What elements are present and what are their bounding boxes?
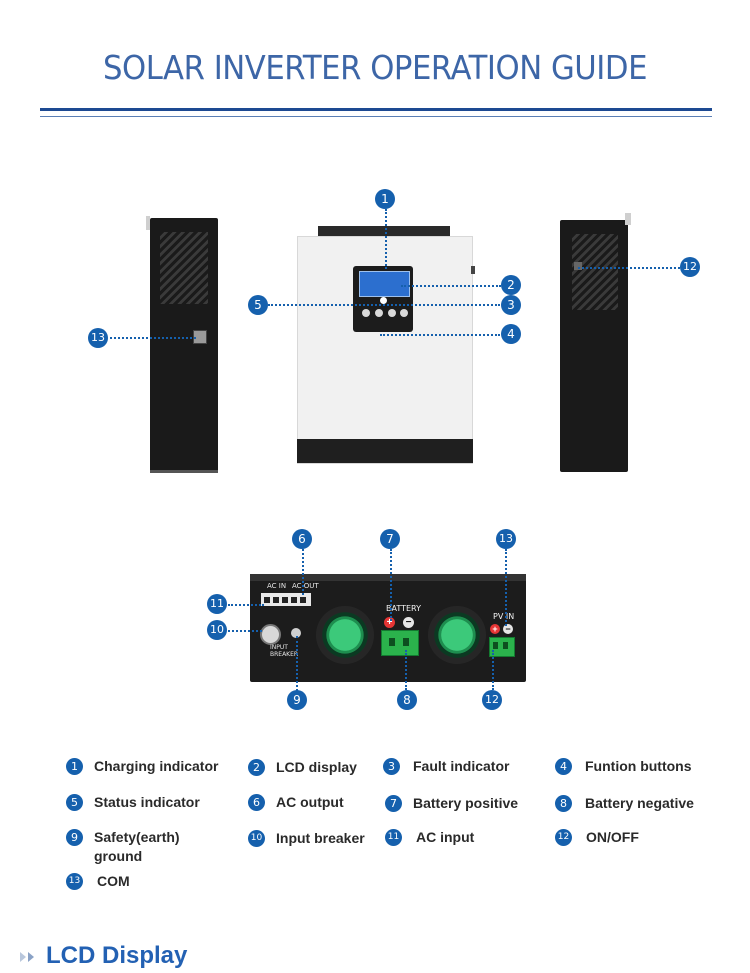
legend-item: 10 Input breaker	[248, 829, 365, 848]
pv-in-label: PV IN	[493, 612, 515, 621]
legend-item: 9 Safety(earth) ground	[66, 828, 204, 866]
battery-plus-symbol: +	[384, 617, 395, 628]
fan-right	[428, 606, 486, 664]
callout-11: 11	[207, 594, 227, 614]
ac-out-label: AC OUT	[292, 582, 319, 590]
legend-item: 7 Battery positive	[385, 794, 518, 813]
lcd-screen	[359, 271, 410, 297]
pv-minus-symbol: −	[503, 624, 513, 634]
callout-6: 6	[292, 529, 312, 549]
power-switch	[574, 262, 582, 270]
callout-13-bottom: 13	[496, 529, 516, 549]
callout-1: 1	[375, 189, 395, 209]
callout-13-side: 13	[88, 328, 108, 348]
legend-item: 5 Status indicator	[66, 793, 200, 812]
fan-left	[316, 606, 374, 664]
legend-item: 11 AC input	[385, 828, 474, 847]
title-divider-thin	[40, 116, 712, 117]
callout-5: 5	[248, 295, 268, 315]
ground-screw	[291, 628, 301, 638]
legend-item: 4 Funtion buttons	[555, 757, 692, 776]
section-heading: LCD Display	[46, 942, 188, 969]
input-breaker-label: INPUT BREAKER	[270, 644, 299, 658]
callout-12-bottom: 12	[482, 690, 502, 710]
battery-terminal	[381, 630, 419, 656]
callout-4: 4	[501, 324, 521, 344]
legend-item: 12 ON/OFF	[555, 828, 639, 847]
input-breaker	[260, 624, 281, 645]
double-chevron-icon	[20, 952, 34, 962]
callout-9: 9	[287, 690, 307, 710]
page-title: SOLAR INVERTER OPERATION GUIDE	[102, 48, 647, 87]
battery-minus-symbol: −	[403, 617, 414, 628]
legend-item: 3 Fault indicator	[383, 757, 509, 776]
callout-12-side: 12	[680, 257, 700, 277]
callout-7: 7	[380, 529, 400, 549]
legend-item: 2 LCD display	[248, 758, 357, 777]
ac-in-label: AC IN	[267, 582, 287, 590]
battery-label: BATTERY	[386, 604, 421, 613]
legend-item: 1 Charging indicator	[66, 757, 218, 776]
legend-item: 13 COM	[66, 872, 130, 891]
callout-8: 8	[397, 690, 417, 710]
callout-2: 2	[501, 275, 521, 295]
legend-item: 6 AC output	[248, 793, 344, 812]
legend-item: 8 Battery negative	[555, 794, 694, 813]
callout-3: 3	[501, 295, 521, 315]
pv-plus-symbol: +	[490, 624, 500, 634]
title-divider	[40, 108, 712, 111]
callout-10: 10	[207, 620, 227, 640]
